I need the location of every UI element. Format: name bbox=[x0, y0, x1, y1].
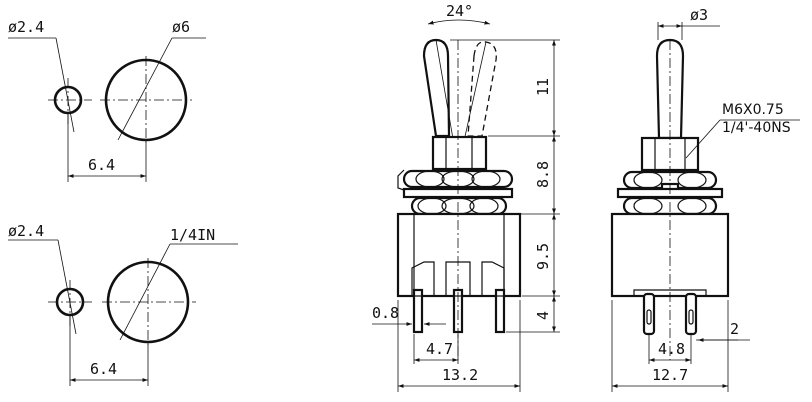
hole2-large-dia-label: 1/4IN bbox=[170, 226, 215, 244]
bushing-height-label: 8.8 bbox=[534, 161, 552, 188]
large-hole-2 bbox=[106, 260, 190, 344]
thread-metric-label: M6X0.75 bbox=[722, 102, 784, 118]
mounting-hole-pattern-2: ø2.4 1/4IN 6.4 bbox=[8, 222, 238, 386]
side-view: ø3 M6X0.75 1/4'-40NS 4.8 2 bbox=[610, 6, 800, 392]
hole2-small-dia-label: ø2.4 bbox=[8, 222, 44, 240]
toggle-lever-alt-position bbox=[467, 41, 497, 137]
terminal-pitch-label: 4.7 bbox=[426, 340, 453, 358]
front-terminal-right bbox=[494, 288, 506, 334]
hole1-large-dia-label: ø6 bbox=[172, 18, 190, 36]
front-bushing bbox=[431, 135, 488, 171]
small-hole-2 bbox=[55, 287, 85, 317]
terminal-height-label: 4 bbox=[534, 311, 552, 320]
side-terminal-width-label: 2 bbox=[730, 320, 739, 338]
toggle-angle-label: 24° bbox=[446, 2, 473, 20]
terminal-width-label: 0.8 bbox=[372, 304, 399, 322]
large-hole-1 bbox=[104, 58, 188, 142]
toggle-lever bbox=[422, 38, 451, 138]
lever-height-label: 11 bbox=[534, 78, 552, 96]
thread-imperial-label: 1/4'-40NS bbox=[722, 120, 791, 136]
small-hole-1 bbox=[53, 85, 83, 115]
hole1-spacing-label: 6.4 bbox=[88, 156, 115, 174]
lever-dia-label: ø3 bbox=[690, 6, 708, 24]
front-switch-body bbox=[396, 212, 522, 298]
side-terminal-left bbox=[642, 292, 656, 336]
hole2-spacing-label: 6.4 bbox=[90, 360, 117, 378]
side-body-width-label: 12.7 bbox=[652, 366, 688, 384]
body-height-label: 9.5 bbox=[534, 243, 552, 270]
side-terminal-pitch-label: 4.8 bbox=[658, 340, 685, 358]
body-width-label: 13.2 bbox=[442, 366, 478, 384]
front-terminal-left bbox=[412, 288, 424, 334]
mounting-hole-pattern-1: ø2.4 ø6 6.4 bbox=[8, 18, 206, 182]
front-lock-tab bbox=[397, 169, 405, 191]
front-view: 24° bbox=[372, 2, 560, 392]
side-terminal-right bbox=[684, 292, 698, 336]
hole1-small-dia-label: ø2.4 bbox=[8, 18, 44, 36]
